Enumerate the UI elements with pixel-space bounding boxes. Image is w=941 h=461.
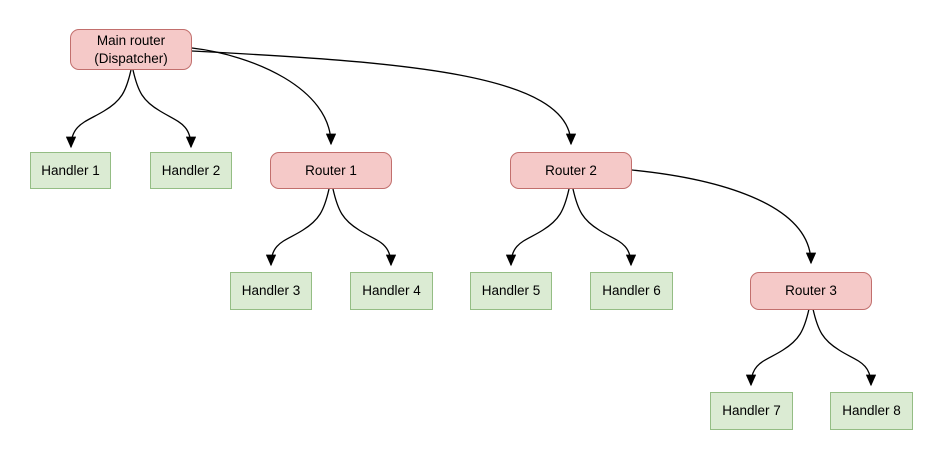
edge-main-router-to-handler-2 [132,69,197,149]
edge-main-router-to-handler-1 [65,69,132,149]
node-handler-7: Handler 7 [710,392,793,430]
edge-router-1-to-handler-3 [265,188,330,267]
edge-main-router-to-router-1 [191,47,337,146]
node-router-1: Router 1 [270,152,392,189]
edge-router-1-to-handler-4 [332,188,397,267]
edge-main-router-to-router-2 [191,50,577,146]
edge-router-2-to-handler-6 [572,188,637,267]
node-main-router: Main router (Dispatcher) [70,29,192,70]
edge-router-3-to-handler-8 [812,308,877,387]
node-handler-1: Handler 1 [30,152,111,189]
node-handler-8: Handler 8 [830,392,913,430]
node-handler-5: Handler 5 [470,272,552,310]
node-handler-6: Handler 6 [590,272,673,310]
edge-router-2-to-router-3 [631,169,817,265]
node-router-2: Router 2 [510,152,632,189]
node-handler-4: Handler 4 [350,272,433,310]
edge-router-3-to-handler-7 [745,308,810,387]
node-router-3: Router 3 [750,272,872,310]
node-handler-2: Handler 2 [150,152,232,189]
edge-router-2-to-handler-5 [505,188,570,267]
node-handler-3: Handler 3 [230,272,312,310]
